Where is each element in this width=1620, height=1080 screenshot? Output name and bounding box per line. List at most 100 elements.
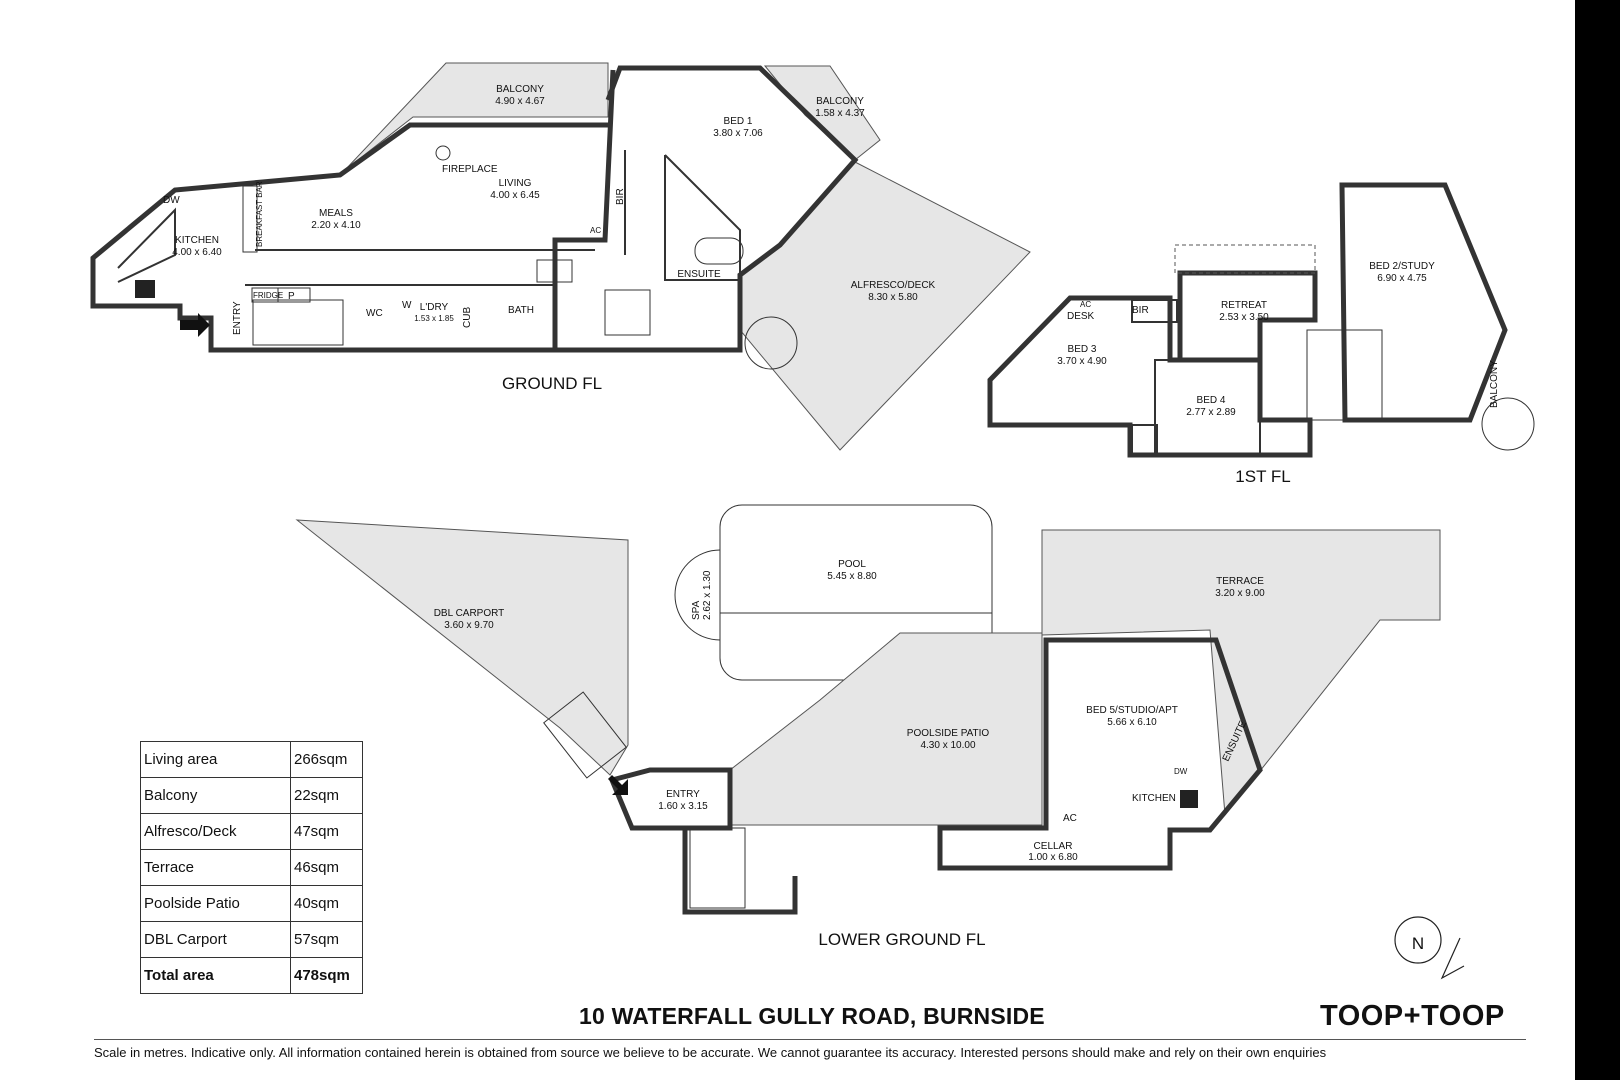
area-name: Poolside Patio <box>140 885 291 922</box>
compass-north-label: N <box>1412 934 1424 953</box>
property-address: 10 WATERFALL GULLY ROAD, BURNSIDE <box>579 1003 1045 1029</box>
room-label: BED 3 <box>1068 344 1097 355</box>
area-value: 46sqm <box>290 849 363 886</box>
area-name: Living area <box>140 741 291 778</box>
dbl-carport <box>295 519 629 776</box>
fixture-label: DW <box>1174 767 1188 776</box>
pantry <box>277 287 311 303</box>
room-label: BALCONY <box>816 96 864 107</box>
room-size: 5.66 x 6.10 <box>1107 717 1157 728</box>
area-name: Alfresco/Deck <box>140 813 291 850</box>
lower-apt-outline <box>937 637 1263 871</box>
spa <box>674 549 721 641</box>
area-name: Terrace <box>140 849 291 886</box>
area-value: 47sqm <box>290 813 363 850</box>
floor-title: LOWER GROUND FL <box>818 930 985 949</box>
fixture-label: FIREPLACE <box>442 164 498 175</box>
room-label: LIVING <box>499 178 532 189</box>
floor-title: 1ST FL <box>1235 467 1290 486</box>
room-size: 4.90 x 4.67 <box>495 96 545 107</box>
area-value: 22sqm <box>290 777 363 814</box>
ground-floor-plan <box>90 62 1031 451</box>
stairs-first <box>1306 329 1383 421</box>
area-name: Total area <box>140 957 291 994</box>
fixture-label: BATH <box>508 305 534 316</box>
fixture-label: ENTRY <box>232 301 243 335</box>
fixture-label: BREAKFAST BAR <box>255 181 264 247</box>
room-label: BALCONY <box>496 84 544 95</box>
room-label: SPA <box>691 600 702 620</box>
room-label: ENTRY <box>666 789 700 800</box>
room-label: CELLAR <box>1034 841 1073 852</box>
room-size: 2.20 x 4.10 <box>311 220 361 231</box>
fixture-label: AC <box>1080 300 1091 309</box>
room-size: 3.60 x 9.70 <box>444 620 494 631</box>
stairs-ground-a <box>252 299 344 346</box>
room-size: 8.30 x 5.80 <box>868 292 918 303</box>
room-label: KITCHEN <box>175 235 219 246</box>
disclaimer-text: Scale in metres. Indicative only. All in… <box>94 1045 1327 1060</box>
floorplan-drawing: N BALCONY 4.90 x 4.67 BED 1 3.80 x 7.06 … <box>90 62 1535 980</box>
apt-cooktop-icon <box>1180 790 1198 808</box>
compass-icon: N <box>1394 916 1465 980</box>
first-floor-plan <box>987 182 1535 458</box>
ground-kitchen-bench <box>117 207 176 283</box>
room-label: MEALS <box>319 208 353 219</box>
room-label: POOLSIDE PATIO <box>907 728 990 739</box>
fixture-label: BIR <box>615 188 626 205</box>
room-label: ALFRESCO/DECK <box>851 280 936 291</box>
room-label: L'DRY <box>420 302 449 313</box>
area-name: DBL Carport <box>140 921 291 958</box>
first-bed2-outline <box>1339 182 1508 423</box>
room-size: 2.62 x 1.30 <box>702 570 713 620</box>
area-value: 478sqm <box>290 957 363 994</box>
room-label: BED 5/STUDIO/APT <box>1086 705 1178 716</box>
stairs-ground-c <box>604 289 651 336</box>
alfresco-deck <box>739 161 1031 451</box>
room-size: 2.53 x 3.50 <box>1219 312 1269 323</box>
first-retreat-void <box>1174 244 1316 274</box>
room-size: 1.53 x 1.85 <box>414 314 454 323</box>
room-size: 4.00 x 6.45 <box>490 190 540 201</box>
room-label: BED 1 <box>724 116 753 127</box>
first-bed4-room <box>1154 359 1261 456</box>
fixture-label: W <box>402 300 412 311</box>
fixture-label: DESK <box>1067 311 1095 322</box>
lower-entry-arrow-icon <box>608 775 628 795</box>
room-label: BED 4 <box>1197 395 1226 406</box>
room-size: 6.90 x 4.75 <box>1377 273 1427 284</box>
bath-tub <box>694 237 744 265</box>
area-value: 266sqm <box>290 741 363 778</box>
spiral-stair-ground <box>744 316 798 370</box>
room-label: DBL CARPORT <box>434 608 505 619</box>
room-size: 3.80 x 7.06 <box>713 128 763 139</box>
fireplace <box>435 145 451 161</box>
spiral-stair-first <box>1481 397 1535 451</box>
first-bir-north <box>1131 299 1178 323</box>
footer-divider <box>94 1039 1526 1040</box>
room-size: 1.00 x 6.80 <box>1028 852 1078 863</box>
fixture-label: WC <box>366 308 383 319</box>
stairs-ground-b <box>536 259 573 283</box>
ground-balcony-west <box>344 62 609 171</box>
room-label: TERRACE <box>1216 576 1264 587</box>
stairs-carport <box>543 691 627 779</box>
floor-title: GROUND FL <box>502 374 602 393</box>
terrace <box>1041 529 1441 817</box>
breakfast-bar <box>242 185 258 253</box>
fixture-label: FRIDGE <box>253 291 283 300</box>
room-size: 3.70 x 4.90 <box>1057 356 1107 367</box>
area-value: 40sqm <box>290 885 363 922</box>
cooktop-icon <box>135 280 155 298</box>
ground-bed1-wall <box>555 65 859 353</box>
agency-logo: TOOP+TOOP <box>1320 1000 1505 1032</box>
fixture-label: ENSUITE <box>677 269 721 280</box>
stairs-lower <box>689 827 746 909</box>
lower-ground-floor-plan <box>295 504 1441 915</box>
ground-ensuite-wall <box>664 154 741 281</box>
